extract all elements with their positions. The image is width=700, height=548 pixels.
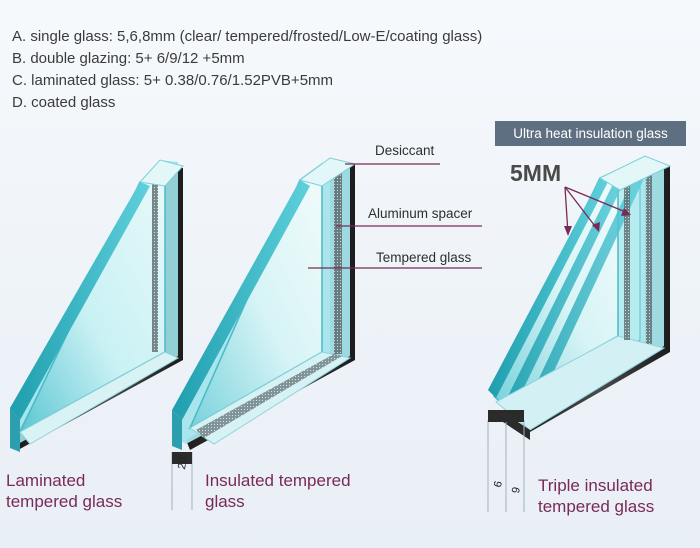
ultra-insulation-badge: Ultra heat insulation glass [495,121,686,146]
thickness-label: 5MM [510,160,562,186]
insulated-gap-dimension: 20 [176,456,191,471]
laminated-glass-unit [10,159,184,452]
spec-item-a: A. single glass: 5,6,8mm (clear/ tempere… [12,28,483,45]
tempered-glass-label: Tempered glass [376,250,472,265]
spec-item-c: C. laminated glass: 5+ 0.38/0.76/1.52PVB… [12,72,334,89]
caption-insulated-line-1: Insulated tempered [205,471,351,490]
caption-laminated: Laminated tempered glass [6,470,122,512]
caption-insulated-line-2: glass [205,492,245,511]
desiccant-label: Desiccant [375,143,435,158]
spec-item-b: B. double glazing: 5+ 6/9/12 +5mm [12,50,245,67]
caption-triple-line-1: Triple insulated [538,476,653,495]
caption-triple-line-2: tempered glass [538,497,655,516]
insulated-glass-unit [171,157,357,510]
triple-glass-unit [487,155,672,512]
caption-triple: Triple insulated tempered glass [538,475,654,517]
spec-list: A. single glass: 5,6,8mm (clear/ tempere… [12,26,482,114]
spec-item-d: D. coated glass [12,94,116,111]
aluminum-spacer-label: Aluminum spacer [368,206,473,221]
caption-insulated: Insulated tempered glass [205,470,351,512]
annotation-leaders [308,163,629,269]
caption-laminated-line-1: Laminated [6,471,86,490]
caption-laminated-line-2: tempered glass [6,492,123,511]
arrow-heads [564,208,631,236]
